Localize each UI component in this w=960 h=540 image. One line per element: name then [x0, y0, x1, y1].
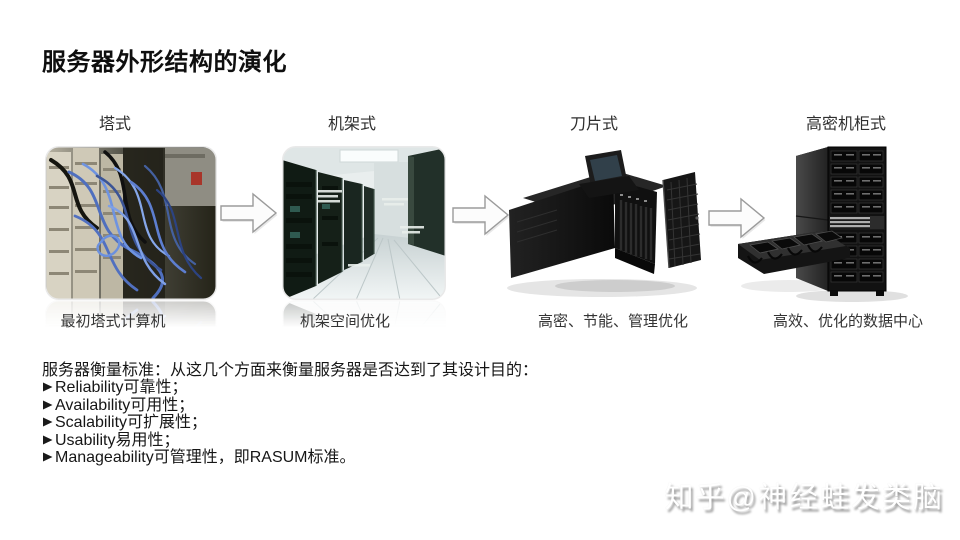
rack-room-photo	[282, 146, 446, 300]
right-arrowhead-icon	[43, 452, 53, 462]
stage-label-tower: 塔式	[98, 116, 131, 133]
criterion-text: Scalability可扩展性；	[55, 414, 208, 432]
right-block-arrow-icon	[220, 192, 278, 234]
criteria-block: 服务器衡量标准：从这几个方面来衡量服务器是否达到了其设计目的： Reliabil…	[42, 362, 682, 466]
stage-label-blade: 刀片式	[569, 116, 618, 133]
criterion-text: Manageability可管理性，即RASUM标准。	[55, 449, 356, 467]
stage-label-high-density: 高密机柜式	[805, 116, 886, 133]
criterion-line: Scalability可扩展性；	[42, 414, 682, 431]
stage-caption-high-density: 高效、优化的数据中心	[772, 313, 923, 330]
right-block-arrow-icon	[452, 194, 510, 236]
right-arrowhead-icon	[43, 400, 53, 410]
stage-label-rack: 机架式	[327, 116, 376, 133]
zhihu-watermark: 知乎@神经蛙发类脑	[664, 482, 944, 514]
criterion-text: Usability易用性；	[55, 431, 180, 449]
right-arrowhead-icon	[43, 435, 53, 445]
page-title: 服务器外形结构的演化	[42, 49, 287, 76]
right-block-arrow-icon	[708, 197, 766, 239]
criterion-text: Availability可用性；	[55, 396, 195, 414]
criterion-line: Reliability可靠性；	[42, 379, 682, 396]
right-arrowhead-icon	[43, 417, 53, 427]
blade-chassis-photo	[497, 146, 707, 304]
stage-caption-rack: 机架空间优化	[299, 313, 390, 330]
criterion-line: Availability可用性；	[42, 397, 682, 414]
criteria-intro: 服务器衡量标准：从这几个方面来衡量服务器是否达到了其设计目的：	[42, 362, 539, 379]
criterion-line: Manageability可管理性，即RASUM标准。	[42, 449, 682, 466]
tower-servers-photo	[45, 146, 217, 300]
stage-caption-tower: 最初塔式计算机	[60, 313, 166, 330]
stage-caption-blade: 高密、节能、管理优化	[537, 313, 688, 330]
criterion-text: Reliability可靠性；	[55, 379, 188, 397]
high-density-cabinet-photo	[734, 128, 908, 306]
right-arrowhead-icon	[43, 382, 53, 392]
criterion-line: Usability易用性；	[42, 432, 682, 449]
